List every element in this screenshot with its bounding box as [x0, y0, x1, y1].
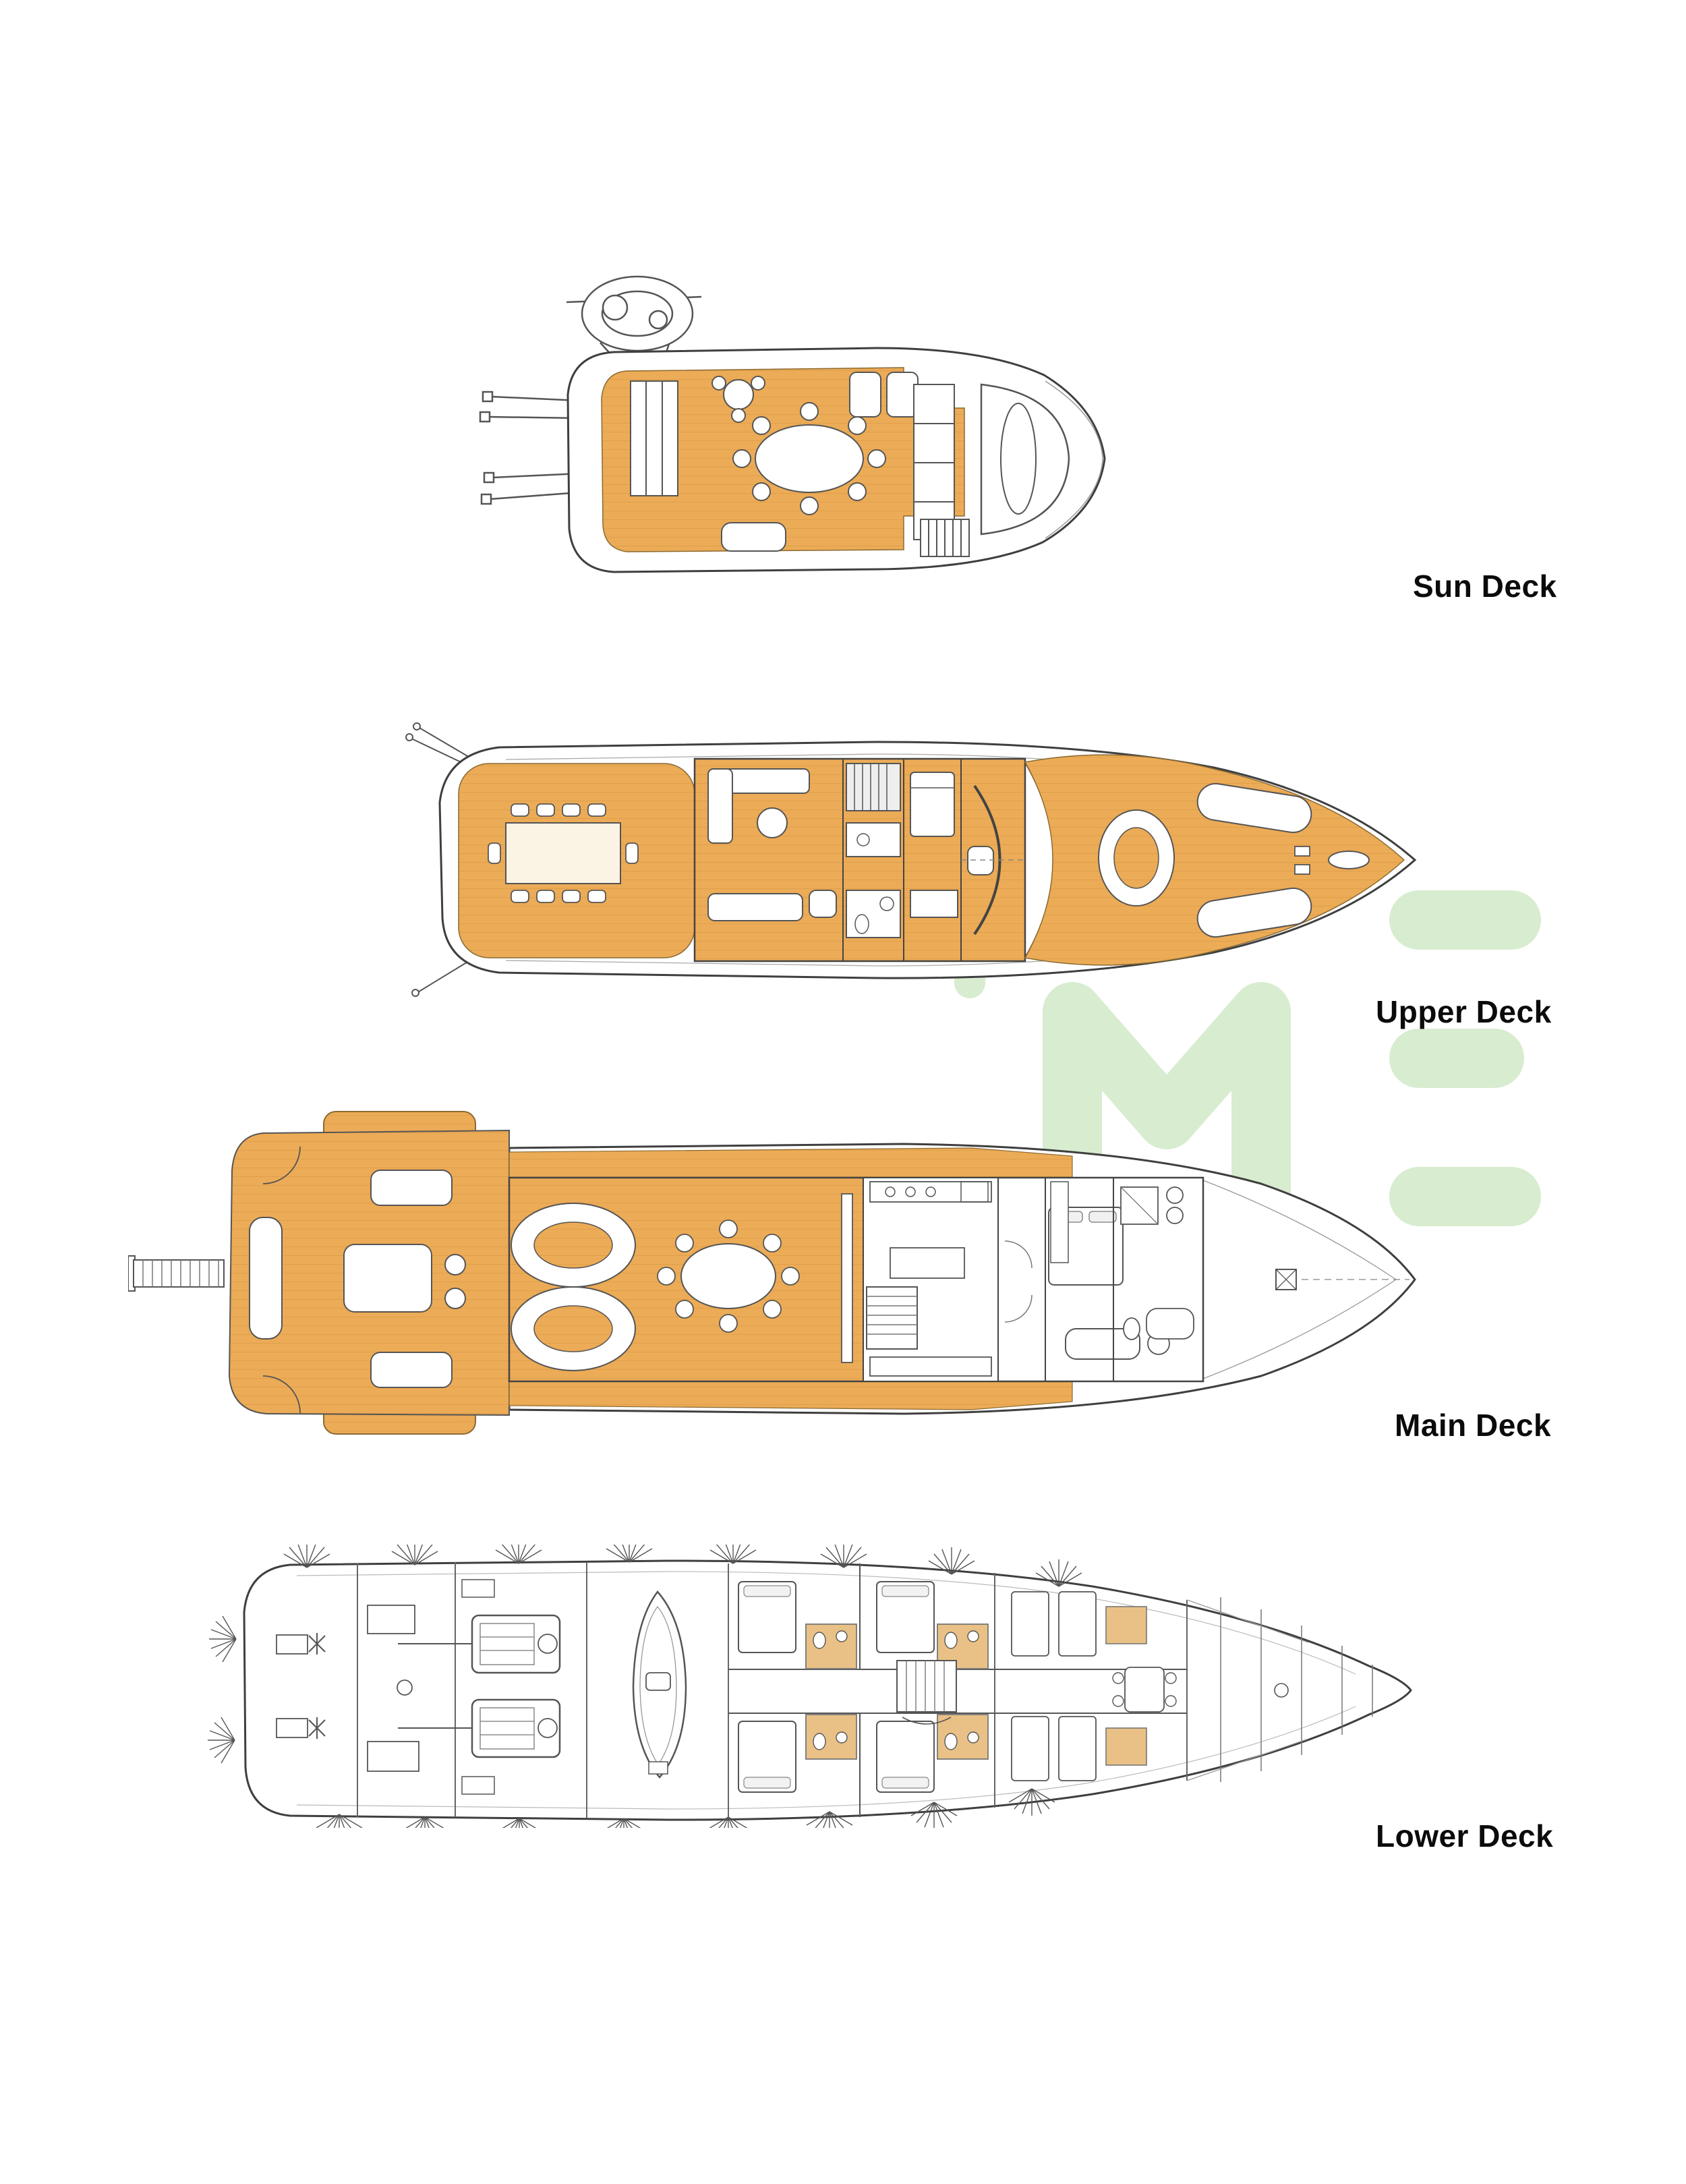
chain-locker — [1186, 1599, 1309, 1781]
bow-seating — [1098, 809, 1175, 907]
sun-loungers — [849, 372, 919, 418]
pantry-and-stairs — [846, 763, 901, 938]
tender-garage — [632, 1590, 687, 1779]
guest-bed — [738, 1721, 796, 1793]
lower-deck-plan — [207, 1545, 1412, 1828]
mooring-lines — [405, 722, 473, 997]
sun-deck-label: Sun Deck — [1413, 569, 1557, 604]
side-deck-port — [508, 1147, 1073, 1178]
guest-bed — [738, 1581, 796, 1653]
tender-console — [645, 1672, 671, 1691]
aft-sofa — [721, 522, 786, 552]
galley — [863, 1177, 999, 1382]
corridor-walls — [728, 1669, 1187, 1714]
stairs-lower — [896, 1660, 957, 1725]
owner-bathroom — [1120, 1186, 1194, 1340]
lower-deck-label: Lower Deck — [1376, 1818, 1554, 1853]
upper-deck-plan — [405, 722, 1417, 997]
bow-sun-pads — [1196, 782, 1370, 938]
upper-deck-label: Upper Deck — [1376, 994, 1552, 1029]
steering-gear — [276, 1605, 419, 1772]
owner-stateroom — [1048, 1178, 1170, 1381]
wet-bar — [630, 380, 678, 496]
stairs-down — [920, 519, 970, 557]
bow-inner-line — [1045, 380, 1103, 539]
salon-sofa-set — [707, 768, 837, 921]
engine-port — [308, 1614, 561, 1674]
windshield-and-helm — [980, 383, 1070, 536]
sun-deck-plan — [479, 275, 1106, 573]
engine-starboard — [308, 1698, 561, 1758]
engine-room — [308, 1579, 561, 1795]
radar-mast-icon — [566, 275, 702, 372]
side-deck-starboard — [508, 1381, 1073, 1410]
dining-table — [732, 402, 886, 515]
formal-dining-table — [657, 1193, 853, 1363]
salon-lounge-sofas — [511, 1203, 636, 1371]
crew-mess-table — [1112, 1667, 1177, 1713]
bar-counter — [913, 384, 955, 540]
watermark-logo — [954, 836, 1541, 1240]
main-deck-plan — [128, 1111, 1416, 1435]
aft-deck-furniture — [249, 1170, 466, 1388]
watertight-bulkheads — [357, 1562, 1188, 1818]
anchor-windlass — [1294, 846, 1310, 875]
tender-engine — [648, 1761, 668, 1775]
guest-bed — [876, 1581, 935, 1653]
guest-cabins — [738, 1563, 989, 1817]
passerelle-gangway — [128, 1255, 225, 1292]
antenna-array — [479, 391, 581, 505]
generator-port — [461, 1579, 495, 1598]
superstructure-walls — [508, 1176, 1204, 1383]
bow-deck-lines — [1202, 1180, 1397, 1379]
crew-quarters — [1011, 1591, 1177, 1781]
foredeck-fittings — [1275, 1269, 1409, 1290]
alfresco-dining-table — [488, 803, 639, 903]
cocktail-table — [711, 376, 765, 423]
guest-bed — [876, 1721, 935, 1793]
bow-frame-stations — [1220, 1597, 1373, 1782]
captain-cabin — [910, 772, 958, 918]
generator-starboard — [461, 1776, 495, 1795]
stairs-foyer — [866, 1178, 1046, 1381]
lower-deck-hull — [243, 1559, 1412, 1821]
main-deck-label: Main Deck — [1395, 1408, 1552, 1443]
aft-stairs — [262, 1146, 301, 1414]
watermark-letter-e — [1389, 890, 1541, 1226]
watermark-letter-m — [1043, 982, 1291, 1240]
guest-bathrooms — [805, 1623, 989, 1760]
